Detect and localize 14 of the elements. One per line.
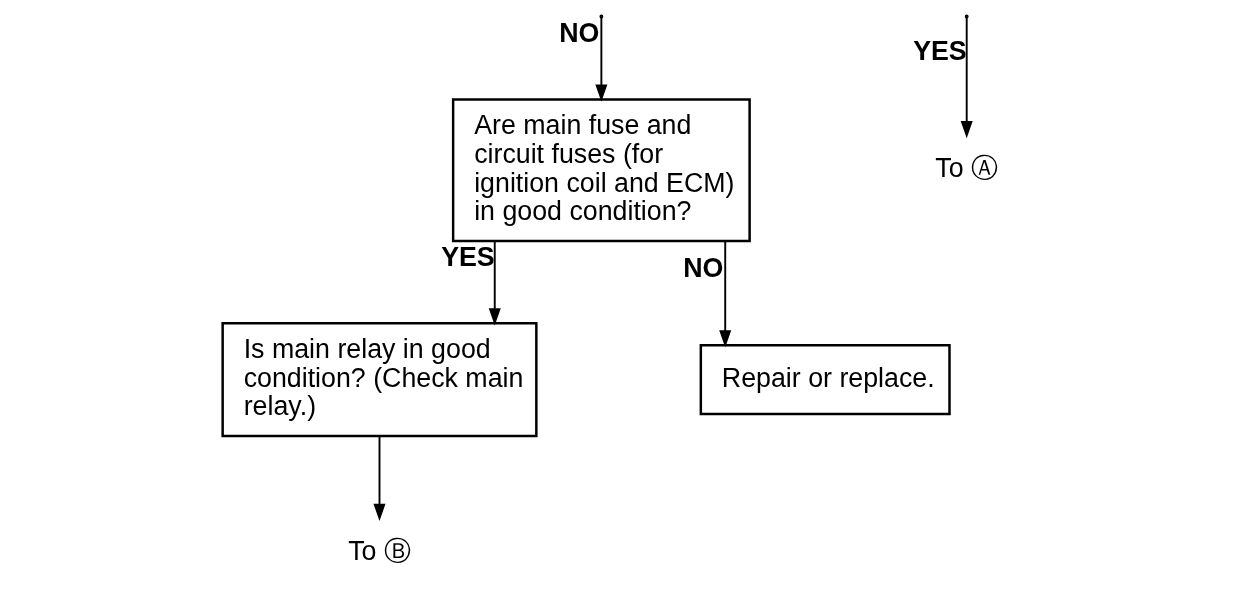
edge-label: NO <box>682 253 723 284</box>
edge-label: YES <box>912 36 967 67</box>
arrow <box>960 16 973 139</box>
arrow <box>718 240 731 348</box>
node-box: Repair or replace. <box>699 344 951 416</box>
node-box: Is main relay in good condition? (Check main relay.) <box>220 322 538 438</box>
edge-label: YES <box>440 242 495 273</box>
node-text: To Ⓐ <box>934 153 998 184</box>
arrow <box>488 240 501 326</box>
node-text: To Ⓑ <box>347 535 411 566</box>
edge-label: NO <box>558 18 599 49</box>
arrow <box>372 435 386 522</box>
arrow <box>594 16 607 102</box>
node-box: Are main fuse and circuit fuses (for ignition coil and ECM) in good condition? <box>451 98 751 243</box>
